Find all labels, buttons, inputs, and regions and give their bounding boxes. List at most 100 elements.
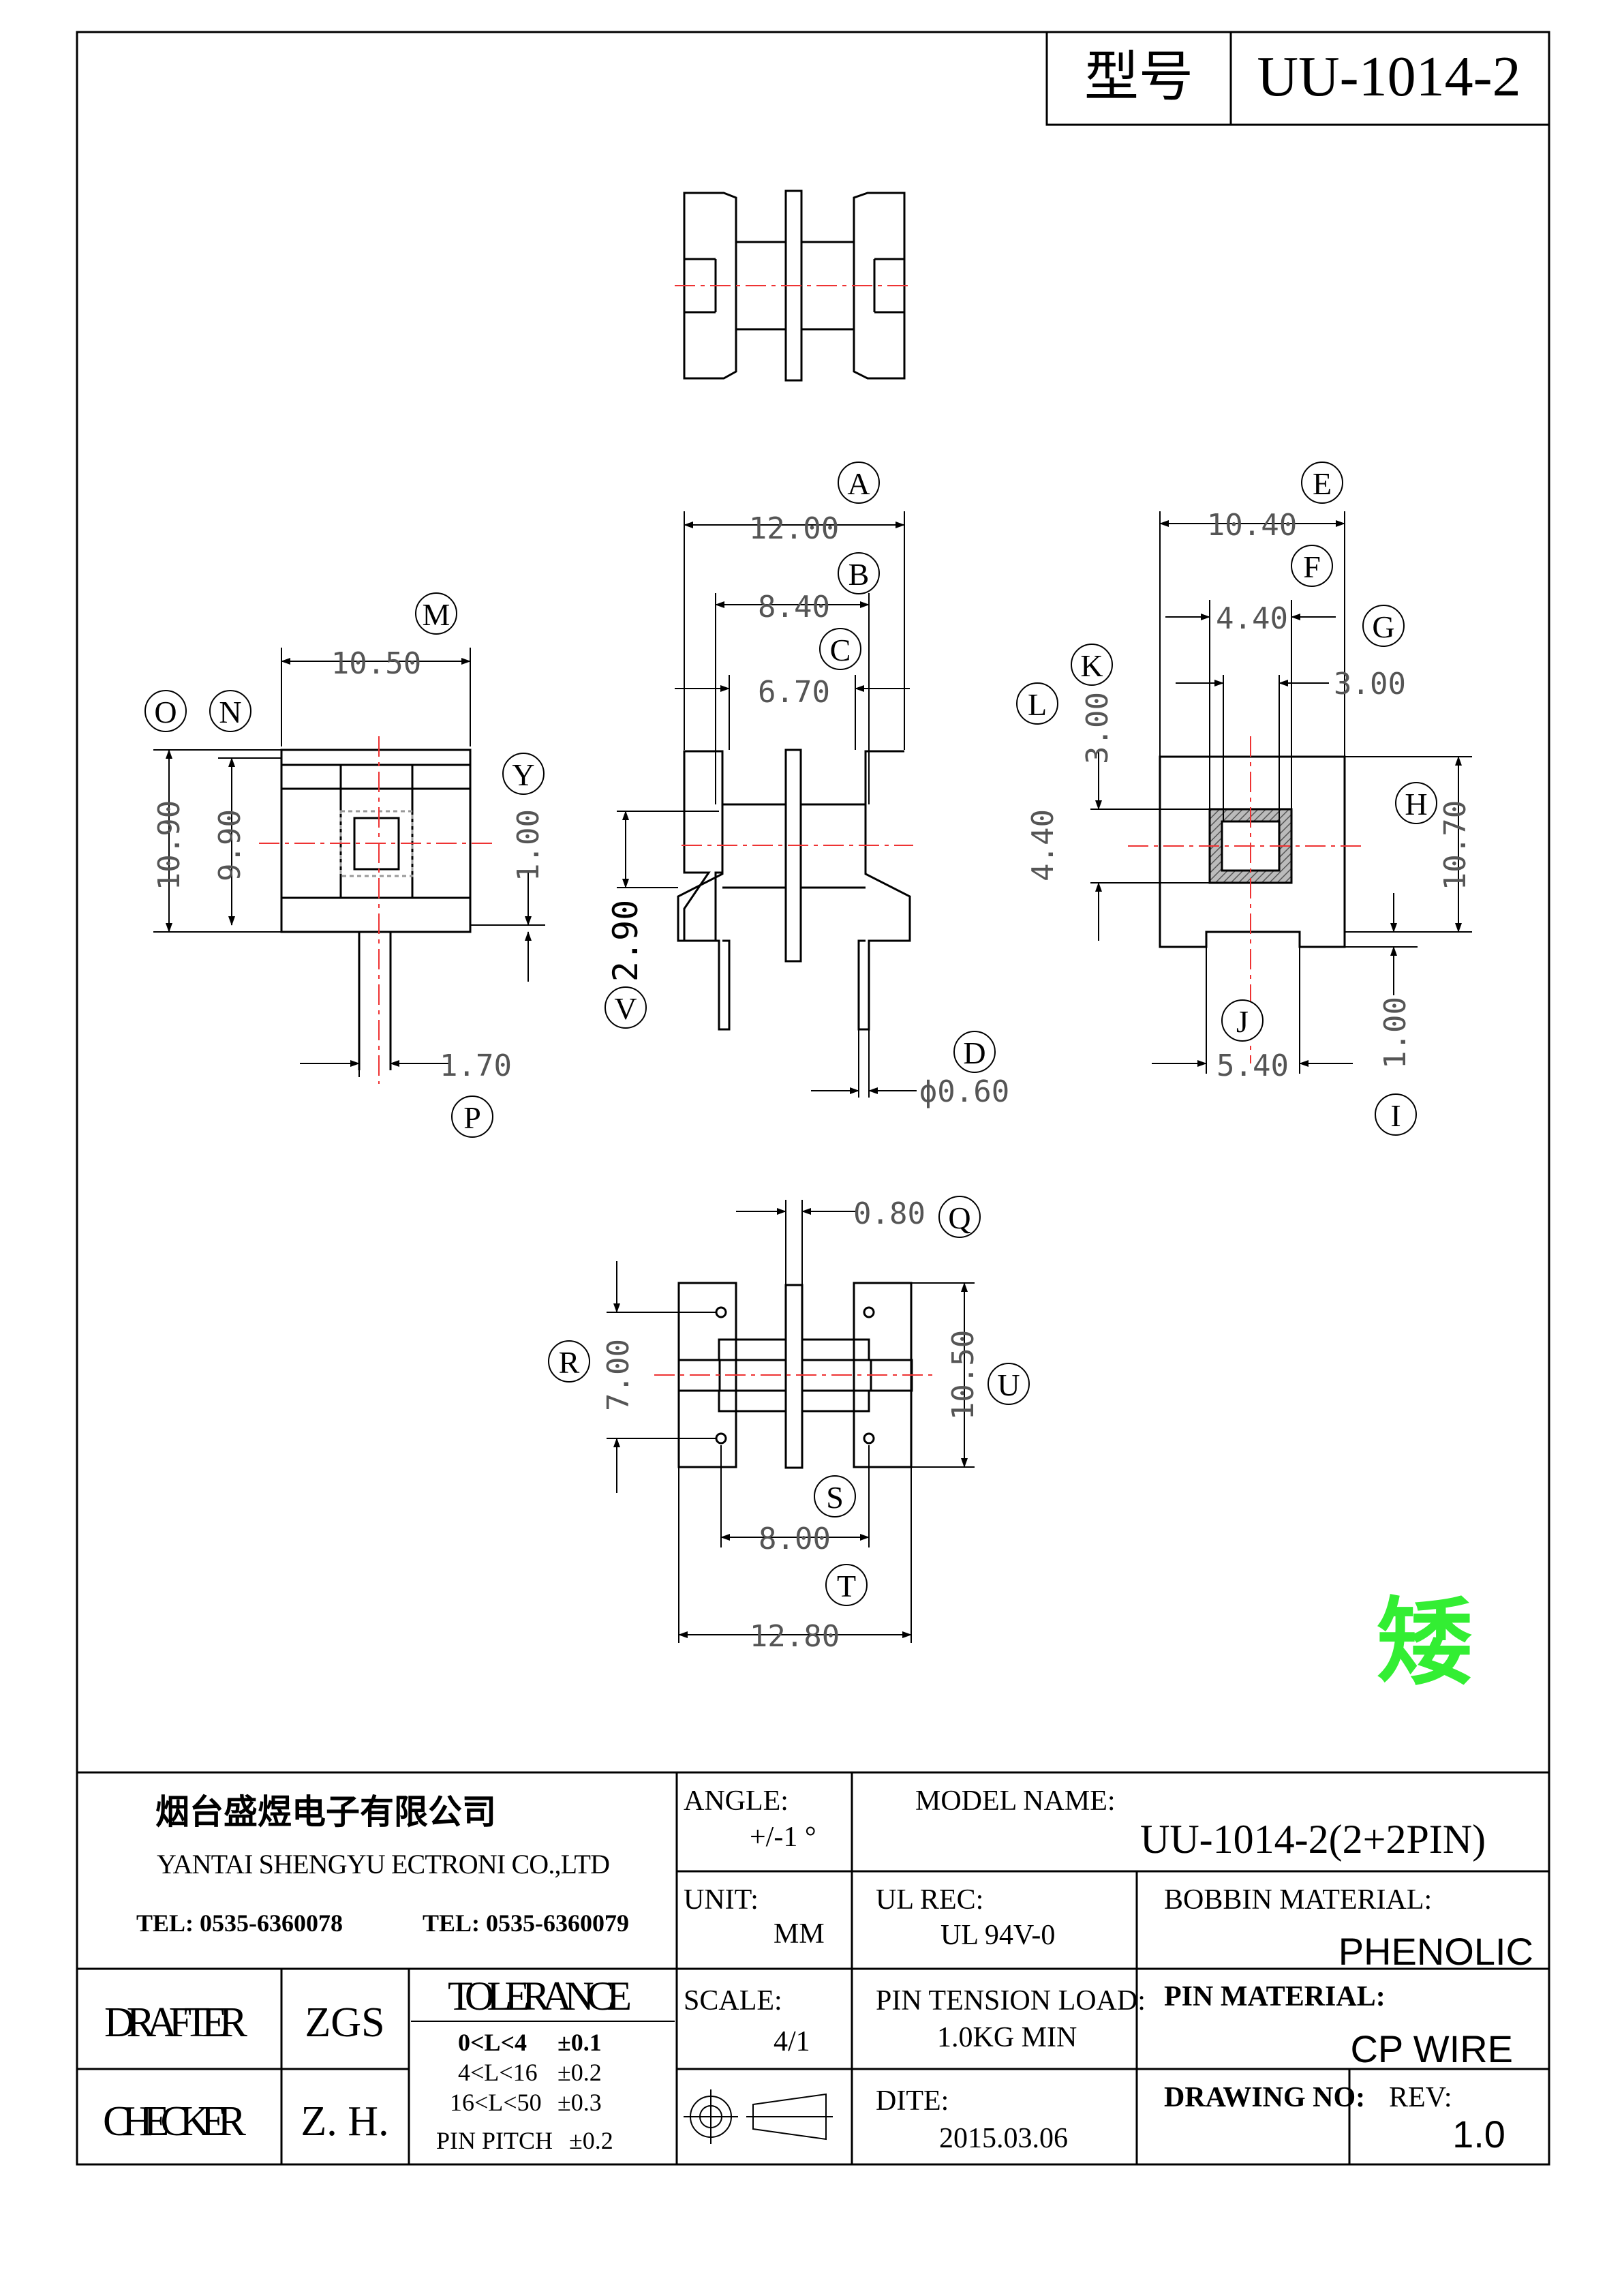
company-cn: 烟台盛煜电子有限公司 <box>155 1793 496 1831</box>
svg-text:H: H <box>1405 787 1427 821</box>
model-name-value: UU-1014-2(2+2PIN) <box>1140 1817 1486 1862</box>
svg-text:K: K <box>1080 648 1103 683</box>
svg-text:O: O <box>154 695 177 729</box>
unit-label: UNIT: <box>684 1884 759 1916</box>
tel-2: TEL: 0535-6360079 <box>423 1909 629 1937</box>
dim-O: 10.90 <box>152 800 187 890</box>
tol-3: 16<L<50 <box>450 2089 542 2116</box>
callout-A: A <box>838 462 880 504</box>
callout-B: B <box>838 552 880 594</box>
callout-I: I <box>1375 1093 1417 1136</box>
callout-V: V <box>605 986 647 1029</box>
svg-text:G: G <box>1372 609 1394 644</box>
top-view <box>675 190 913 382</box>
svg-text:M: M <box>423 597 450 632</box>
angle-value: +/-1 ° <box>750 1822 816 1853</box>
tol-3-value: ±0.3 <box>557 2089 602 2116</box>
drafter-label: DRAFTER <box>104 1999 248 2046</box>
svg-text:F: F <box>1303 549 1321 584</box>
title-block <box>77 1771 1549 2164</box>
checker-label: CHECKER <box>103 2098 247 2145</box>
dim-H: 10.70 <box>1438 800 1473 890</box>
callout-C: C <box>819 628 861 670</box>
rev-value: 1.0 <box>1452 2113 1505 2156</box>
dim-N: 9.90 <box>213 809 247 881</box>
model-name-label: MODEL NAME: <box>915 1785 1116 1817</box>
tol-1: 0<L<4 <box>458 2029 527 2056</box>
tol-1-value: ±0.1 <box>557 2029 602 2056</box>
dim-P: 1.70 <box>440 1048 512 1083</box>
dim-K: 3.00 <box>1080 692 1115 764</box>
date-label: DITE: <box>876 2085 949 2117</box>
svg-text:S: S <box>826 1480 844 1515</box>
ul-value: UL 94V-0 <box>940 1920 1055 1951</box>
tol-2-value: ±0.2 <box>557 2059 602 2086</box>
svg-text:P: P <box>463 1100 481 1135</box>
drawing-border <box>76 31 1550 2166</box>
company-en: YANTAI SHENGYU ECTRONI CO.,LTD <box>157 1849 610 1879</box>
callout-S: S <box>814 1475 856 1517</box>
callout-D: D <box>953 1031 996 1073</box>
title-block-texts: 烟台盛煜电子有限公司 YANTAI SHENGYU ECTRONI CO.,LT… <box>103 1785 1533 2156</box>
tolerance-title: TOLERANCE <box>448 1974 632 2019</box>
bottom-view <box>607 1200 975 1643</box>
callout-G: G <box>1362 605 1405 647</box>
bobbin-label: BOBBIN MATERIAL: <box>1164 1884 1432 1916</box>
angle-label: ANGLE: <box>684 1785 789 1817</box>
side-view-right <box>1090 511 1472 1074</box>
dim-C: 6.70 <box>758 675 830 710</box>
height-stamp: 矮 <box>1377 1589 1472 1696</box>
header-label: 型号 <box>1084 48 1193 108</box>
dim-L: 4.40 <box>1026 809 1060 881</box>
dim-U: 10.50 <box>946 1330 981 1420</box>
svg-text:D: D <box>963 1036 985 1070</box>
tel-1: TEL: 0535-6360078 <box>136 1909 343 1937</box>
dim-J: 5.40 <box>1216 1048 1289 1083</box>
callout-M: M <box>415 592 457 635</box>
callout-E: E <box>1301 462 1343 504</box>
bobbin-value: PHENOLIC <box>1338 1930 1533 1973</box>
svg-text:T: T <box>837 1569 856 1603</box>
callout-K: K <box>1071 644 1113 686</box>
dim-B: 8.40 <box>758 590 830 624</box>
unit-value: MM <box>774 1918 825 1950</box>
svg-text:J: J <box>1236 1004 1249 1039</box>
pin-tension-label: PIN TENSION LOAD: <box>876 1985 1146 2016</box>
callout-O: O <box>144 690 187 732</box>
callout-R: R <box>548 1340 590 1383</box>
callout-J: J <box>1221 999 1264 1042</box>
tol-4-value: ±0.2 <box>569 2127 613 2154</box>
header-model: UU-1014-2 <box>1257 45 1520 108</box>
svg-text:V: V <box>614 991 637 1026</box>
checker-value: Z. H. <box>301 2098 388 2145</box>
scale-label: SCALE: <box>684 1985 782 2016</box>
dim-I: 1.00 <box>1378 997 1413 1069</box>
dim-A: 12.00 <box>749 511 839 546</box>
svg-text:A: A <box>847 466 870 501</box>
dim-V: 2.90 <box>606 900 645 982</box>
svg-text:R: R <box>559 1345 580 1380</box>
callout-Q: Q <box>938 1196 981 1238</box>
dim-R: 7.00 <box>601 1339 636 1411</box>
dim-T: 12.80 <box>750 1619 840 1654</box>
svg-text:Y: Y <box>512 757 534 792</box>
callout-F: F <box>1291 545 1333 587</box>
dim-Q: 0.80 <box>853 1196 925 1231</box>
dim-Y: 1.00 <box>511 809 546 881</box>
tol-2: 4<L<16 <box>458 2059 538 2086</box>
svg-text:I: I <box>1390 1098 1401 1133</box>
svg-text:C: C <box>830 633 851 667</box>
drafter-value: ZGS <box>305 1999 384 2046</box>
dim-D: ϕ0.60 <box>919 1074 1009 1109</box>
callout-Y: Y <box>502 753 545 795</box>
dim-E: 10.40 <box>1207 508 1297 543</box>
svg-text:E: E <box>1313 466 1332 501</box>
front-view <box>617 511 917 1098</box>
svg-text:U: U <box>997 1368 1020 1402</box>
pin-material-value: CP WIRE <box>1350 2027 1513 2070</box>
svg-text:N: N <box>219 695 241 729</box>
callout-L: L <box>1016 682 1058 725</box>
callout-letters: A B C D E F G H I J K L M N O P Q R S T … <box>144 462 1437 1606</box>
svg-text:Q: Q <box>948 1200 970 1235</box>
